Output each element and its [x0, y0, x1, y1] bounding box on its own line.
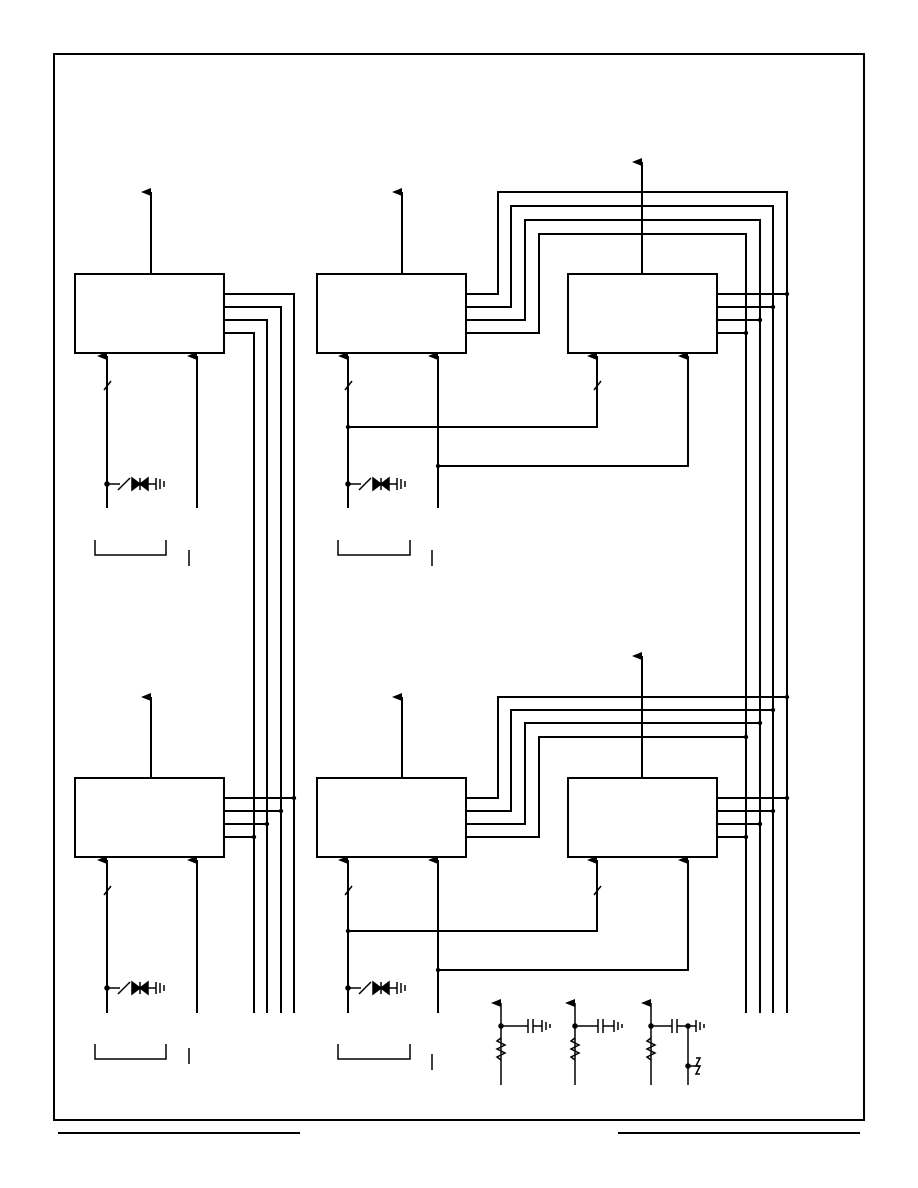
bracket-label-bottom-left — [94, 1044, 190, 1064]
bracket-label-bottom-middle — [337, 1044, 433, 1070]
junction-dots-top-right — [743, 291, 790, 336]
block-top-middle — [316, 188, 788, 1013]
block-bottom-middle — [316, 693, 787, 1013]
block-top-right — [567, 158, 787, 391]
bracket-label-top-left — [94, 540, 190, 566]
rc-network-2 — [565, 999, 623, 1085]
diode-symbol-bottom-left — [104, 980, 165, 996]
bracket-label-top-middle — [337, 540, 433, 566]
junction-dots-bottom-right — [743, 795, 790, 840]
junction-dots-bottom-left — [251, 795, 297, 840]
rc-network-3 — [641, 999, 705, 1085]
diode-symbol-top-middle — [345, 476, 406, 492]
junction-dots-bottom-middle — [345, 694, 790, 973]
block-bottom-left — [74, 693, 294, 1013]
rc-network-1 — [491, 999, 551, 1085]
junction-dots-top-middle — [345, 424, 441, 469]
diode-symbol-top-left — [104, 476, 165, 492]
diode-symbol-bottom-middle — [345, 980, 406, 996]
page-frame — [53, 53, 865, 1121]
block-bottom-right — [567, 652, 787, 896]
